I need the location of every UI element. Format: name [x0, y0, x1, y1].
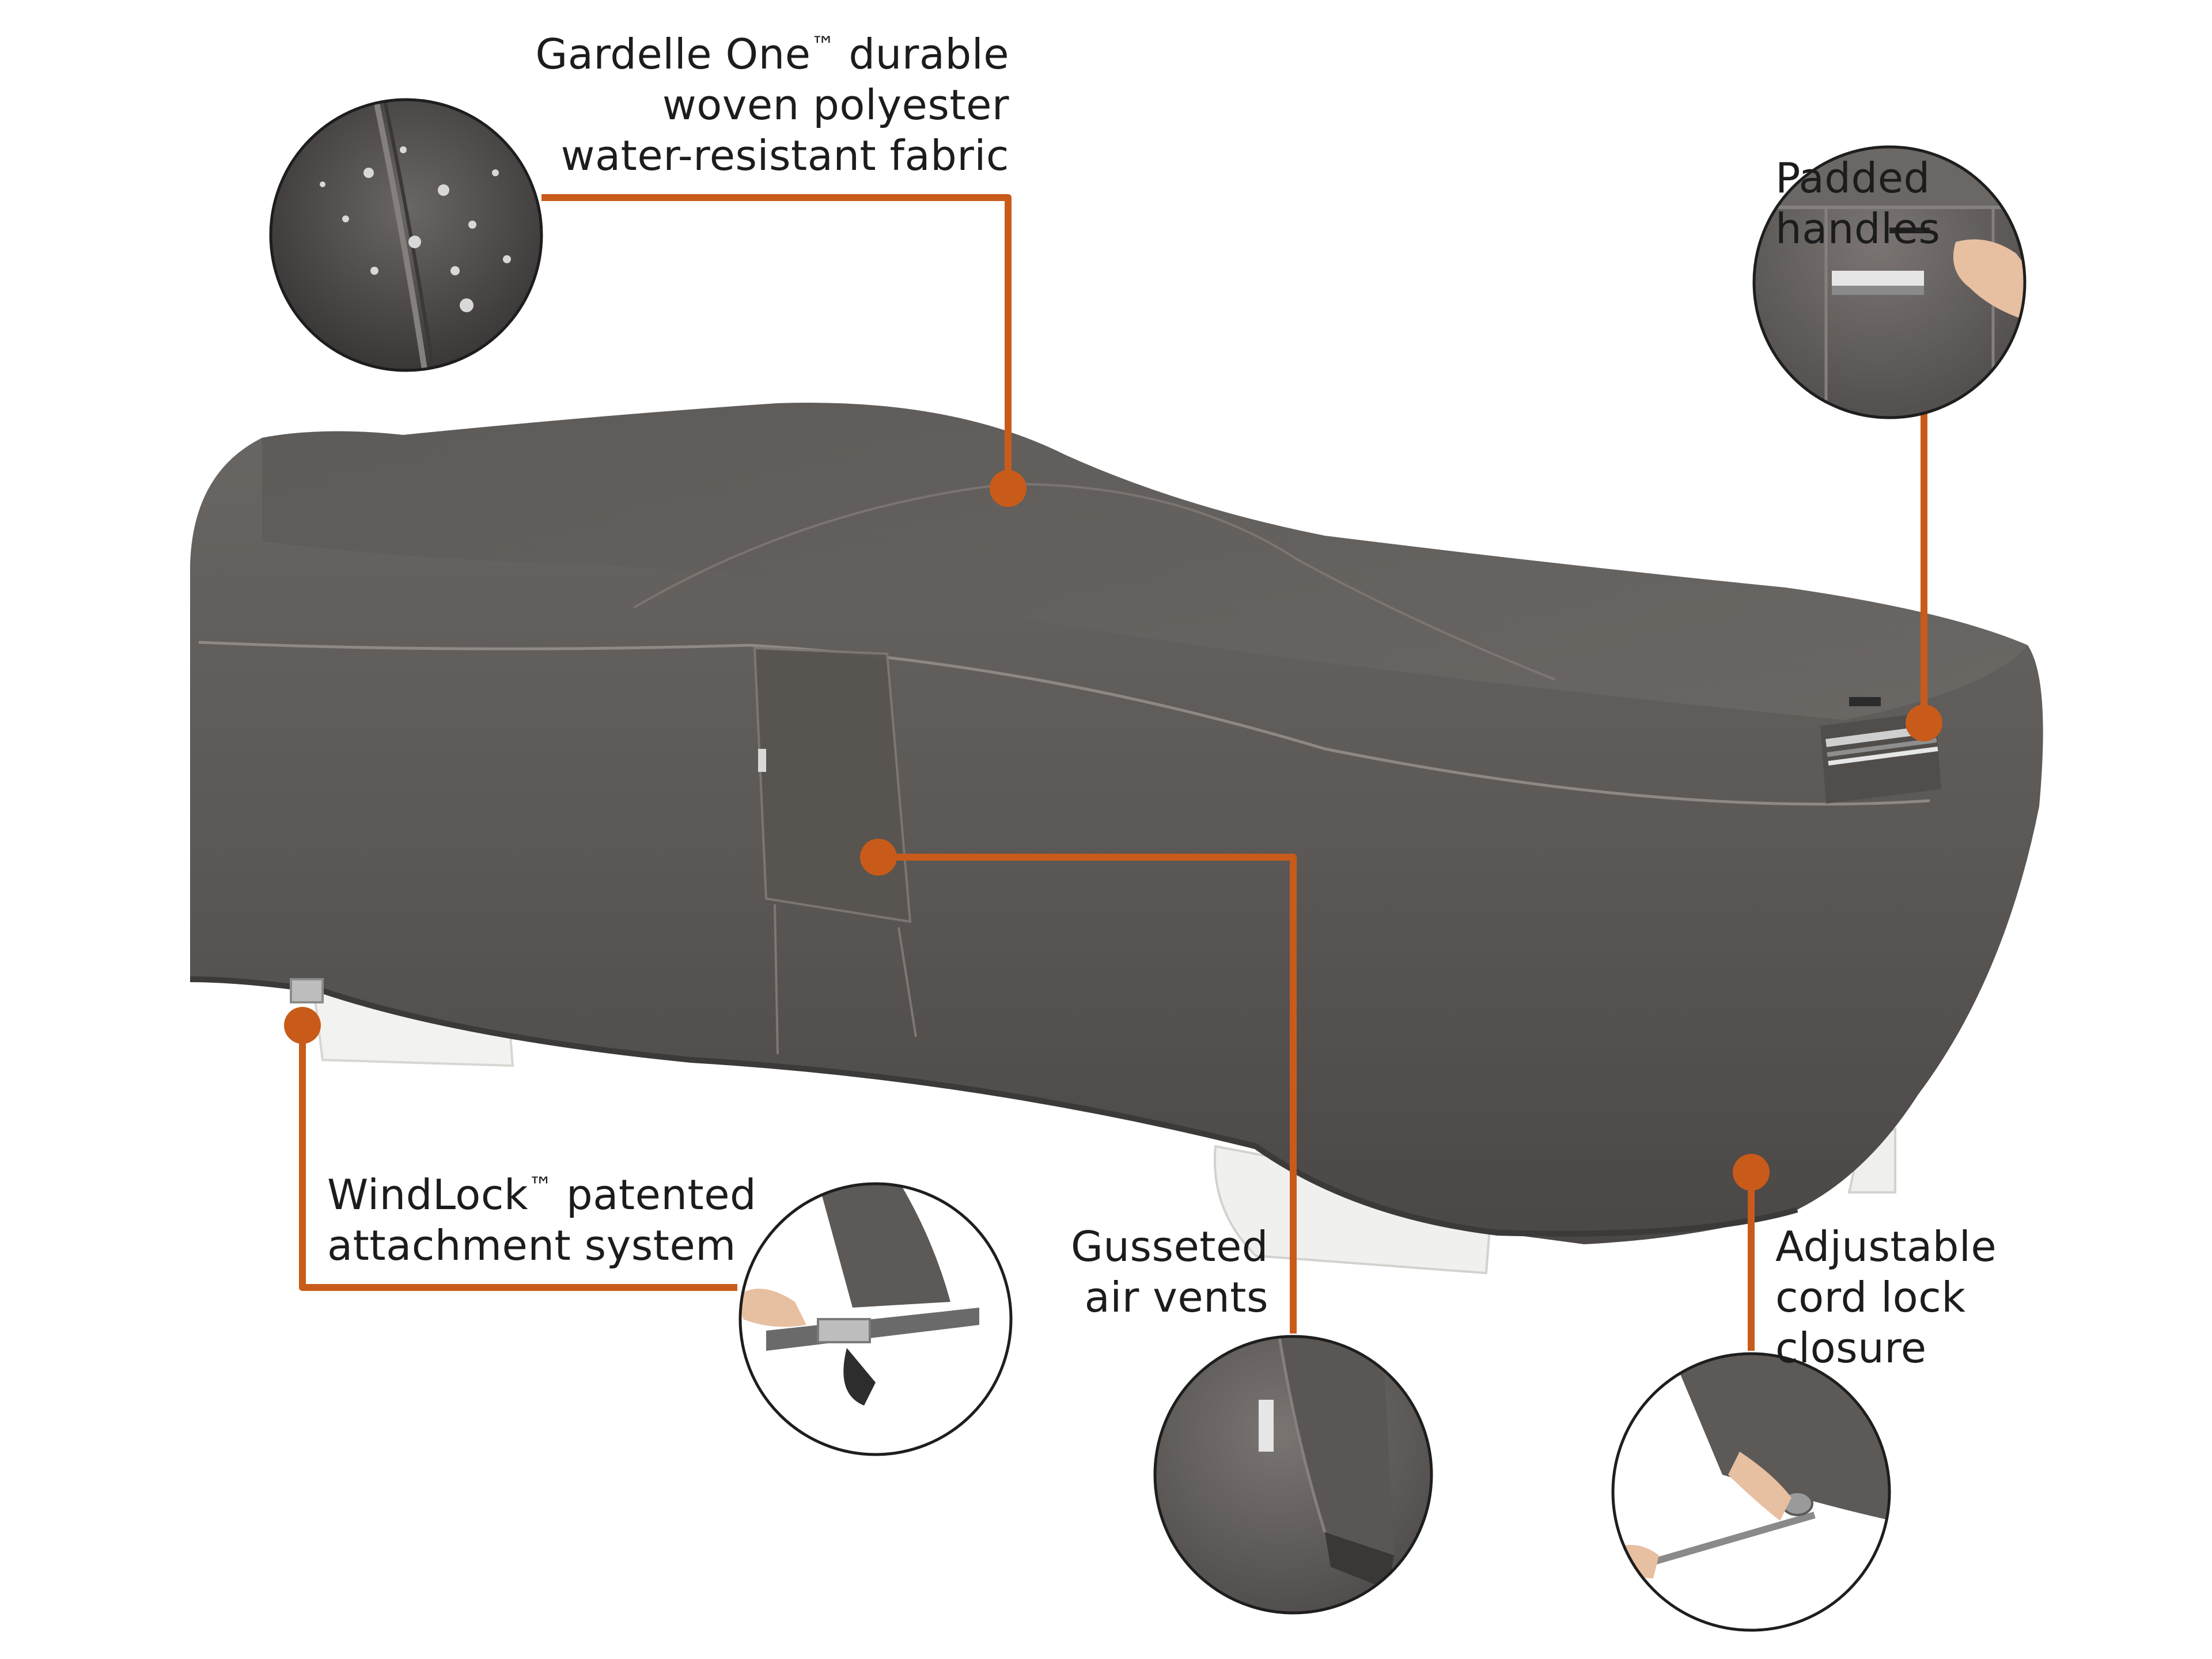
fabric-label-line2: woven polyester [662, 81, 1009, 129]
windlock-dot [284, 1007, 321, 1044]
fabric-label-line1: Gardelle One™ durable [535, 30, 1009, 78]
padded-handle-icon [1752, 145, 2027, 419]
handles-callout-label: Padded handles [1775, 153, 1940, 254]
water-droplets-fabric-icon [269, 98, 543, 372]
cordlock-label-line1: Adjustable [1775, 1222, 1997, 1271]
windlock-label-line2: attachment system [327, 1221, 736, 1270]
handles-dot [1906, 704, 1942, 741]
fabric-connector [541, 194, 1012, 488]
cordlock-label-line2: cord lock [1775, 1273, 1966, 1321]
vents-callout-label: Gusseted air vents [1071, 1221, 1268, 1323]
buckle-strap-icon [738, 1182, 1013, 1456]
windlock-label-line1: WindLock™ patented [327, 1171, 757, 1219]
handles-label-line1: Padded [1775, 154, 1930, 202]
fabric-dot [990, 470, 1027, 507]
callout-dots [284, 470, 1942, 1191]
vents-label-line1: Gusseted [1071, 1222, 1268, 1271]
vents-dot [860, 839, 897, 876]
air-vent-icon [1153, 1335, 1433, 1615]
cordlock-callout-label: Adjustable cord lock closure [1775, 1221, 1997, 1373]
cordlock-dot [1733, 1154, 1770, 1191]
fabric-callout-label: Gardelle One™ durable woven polyester wa… [536, 29, 1010, 181]
vents-label-line2: air vents [1084, 1273, 1268, 1321]
windlock-connector [299, 1025, 737, 1291]
handles-label-line2: handles [1775, 204, 1941, 253]
vents-connector [878, 854, 1297, 1334]
fabric-label-line3: water-resistant fabric [560, 131, 1009, 180]
cord-lock-icon [1611, 1352, 1891, 1632]
cordlock-label-line3: closure [1775, 1324, 1927, 1372]
chaise-lounge-cover [190, 403, 2043, 1245]
windlock-callout-label: WindLock™ patented attachment system [327, 1169, 756, 1271]
